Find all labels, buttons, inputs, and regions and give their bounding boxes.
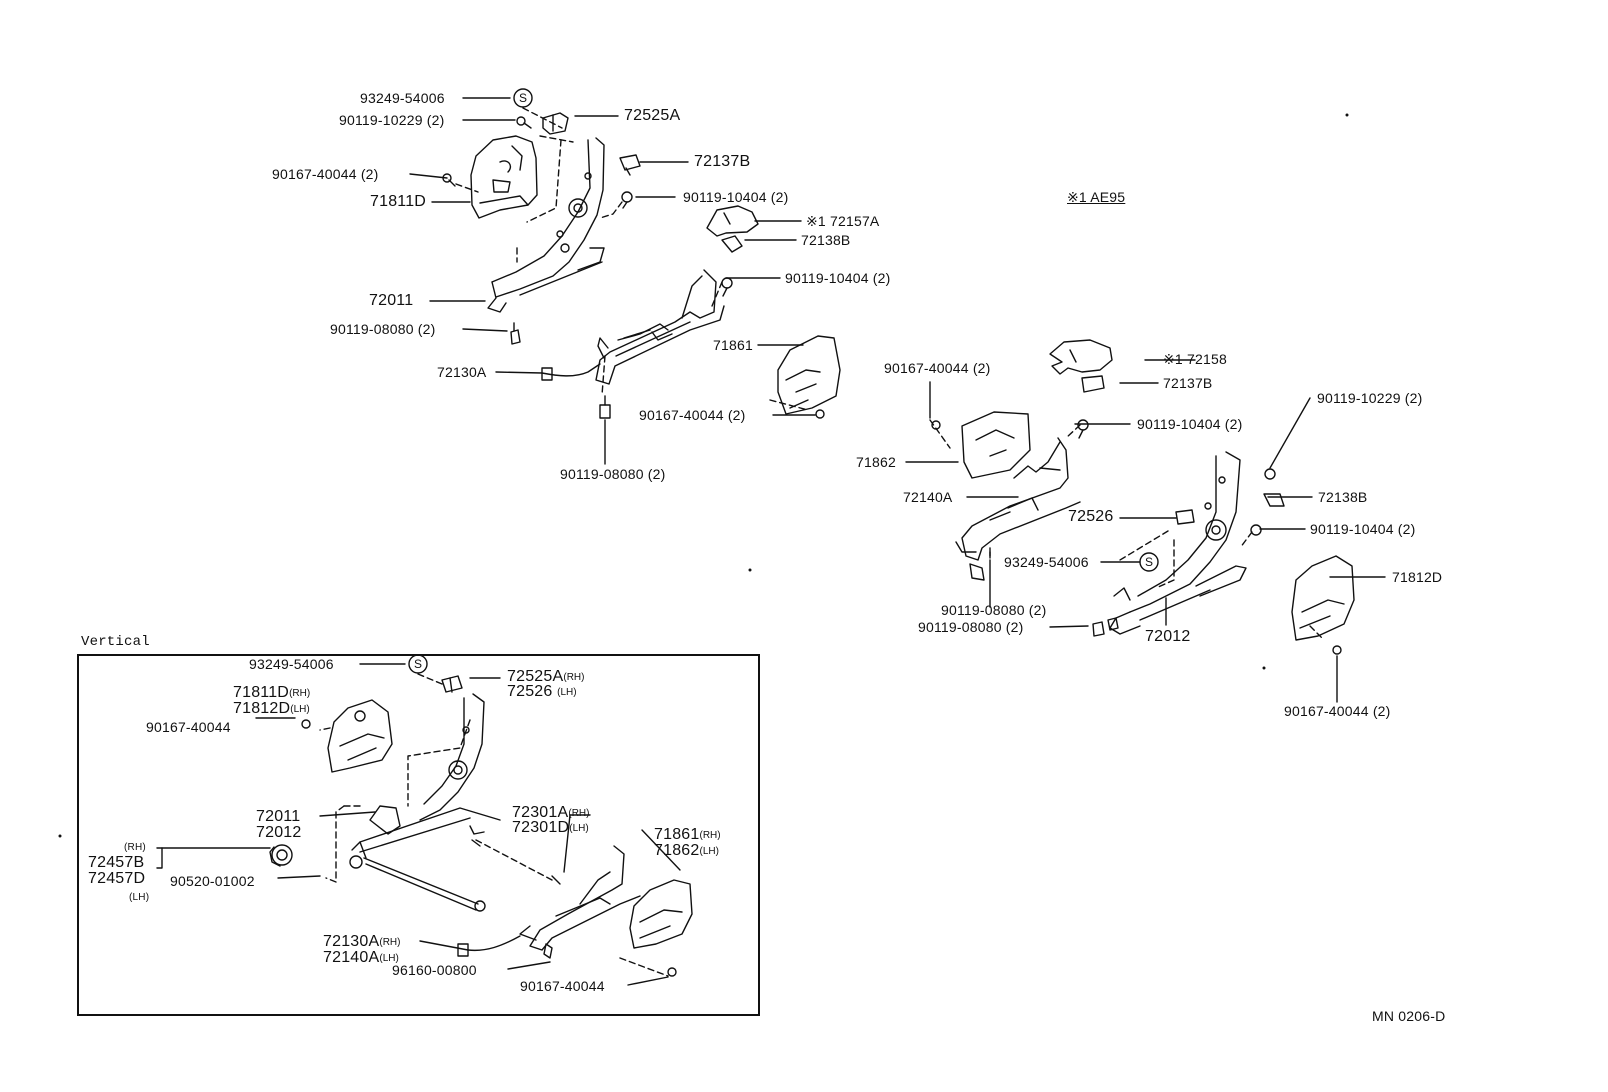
- part-label: 90119-08080 (2): [330, 321, 436, 337]
- part-label: 90167-40044 (2): [639, 407, 746, 423]
- rh-note: (RH): [124, 842, 146, 853]
- part-label: 90119-10404 (2): [1137, 416, 1243, 432]
- part-label: 71862: [856, 454, 896, 470]
- part-label: 90167-40044: [146, 719, 231, 735]
- part-label: 90167-40044 (2): [1284, 703, 1391, 719]
- part-label: 93249-54006: [1004, 554, 1089, 570]
- lh-note: (LH): [129, 892, 150, 903]
- part-label: 72130A(RH): [323, 933, 401, 950]
- s-mark: S: [414, 657, 422, 671]
- part-label: 90119-10229 (2): [339, 112, 445, 128]
- part-label: 72138B: [801, 232, 851, 248]
- part-label: 96160-00800: [392, 962, 477, 978]
- part-label: 90119-08080 (2): [941, 602, 1047, 618]
- part-label: 71861(RH): [654, 826, 721, 843]
- part-label: 71862(LH): [654, 842, 719, 859]
- part-label: 72137B: [1163, 375, 1213, 391]
- model-note: ※1 AE95: [1067, 189, 1126, 205]
- part-label: 72130A: [437, 364, 487, 380]
- part-label: 90119-08080 (2): [918, 619, 1024, 635]
- part-label: 90119-10404 (2): [683, 189, 789, 205]
- part-label: 72525A(RH): [507, 668, 585, 685]
- part-label: 72301A(RH): [512, 804, 590, 821]
- part-label: 72301D(LH): [512, 819, 589, 836]
- part-label: 72140A: [903, 489, 953, 505]
- part-label: ※1 72158: [1163, 351, 1227, 367]
- part-label: 71812D: [1392, 569, 1443, 585]
- part-label: 72011: [256, 808, 301, 825]
- part-label: 90119-10404 (2): [785, 270, 891, 286]
- part-label: 72011: [369, 292, 414, 309]
- part-label: ※1 72157A: [806, 213, 880, 229]
- part-label: 72012: [256, 824, 302, 841]
- part-label: 72137B: [694, 153, 751, 170]
- part-label: 90167-40044: [520, 978, 605, 994]
- part-label: 72457B: [88, 854, 145, 871]
- part-label: 90167-40044 (2): [272, 166, 379, 182]
- part-label: 90119-08080 (2): [560, 466, 666, 482]
- part-label: 72457D: [88, 870, 146, 887]
- part-label: 72138B: [1318, 489, 1368, 505]
- part-label: 71811D: [370, 193, 427, 210]
- part-label: 90520-01002: [170, 873, 255, 889]
- part-label: 72140A(LH): [323, 949, 399, 966]
- vertical-inset-frame: [77, 654, 760, 1016]
- part-label: 90167-40044 (2): [884, 360, 991, 376]
- figure-code: MN 0206-D: [1372, 1008, 1446, 1024]
- part-label: 72525A: [624, 107, 681, 124]
- part-label: 93249-54006: [360, 90, 445, 106]
- part-label: 72526: [1068, 508, 1114, 525]
- part-label: 93249-54006: [249, 656, 334, 672]
- part-label: 71811D(RH): [233, 684, 311, 701]
- part-label: 90119-10404 (2): [1310, 521, 1416, 537]
- s-mark: S: [519, 91, 527, 105]
- part-label: 71861: [713, 337, 753, 353]
- part-label: 71812D(LH): [233, 700, 310, 717]
- part-label: 72526 (LH): [507, 683, 577, 700]
- part-label: 90119-10229 (2): [1317, 390, 1423, 406]
- inset-title: Vertical: [81, 634, 150, 650]
- part-label: 72012: [1145, 628, 1191, 645]
- s-mark: S: [1145, 555, 1153, 569]
